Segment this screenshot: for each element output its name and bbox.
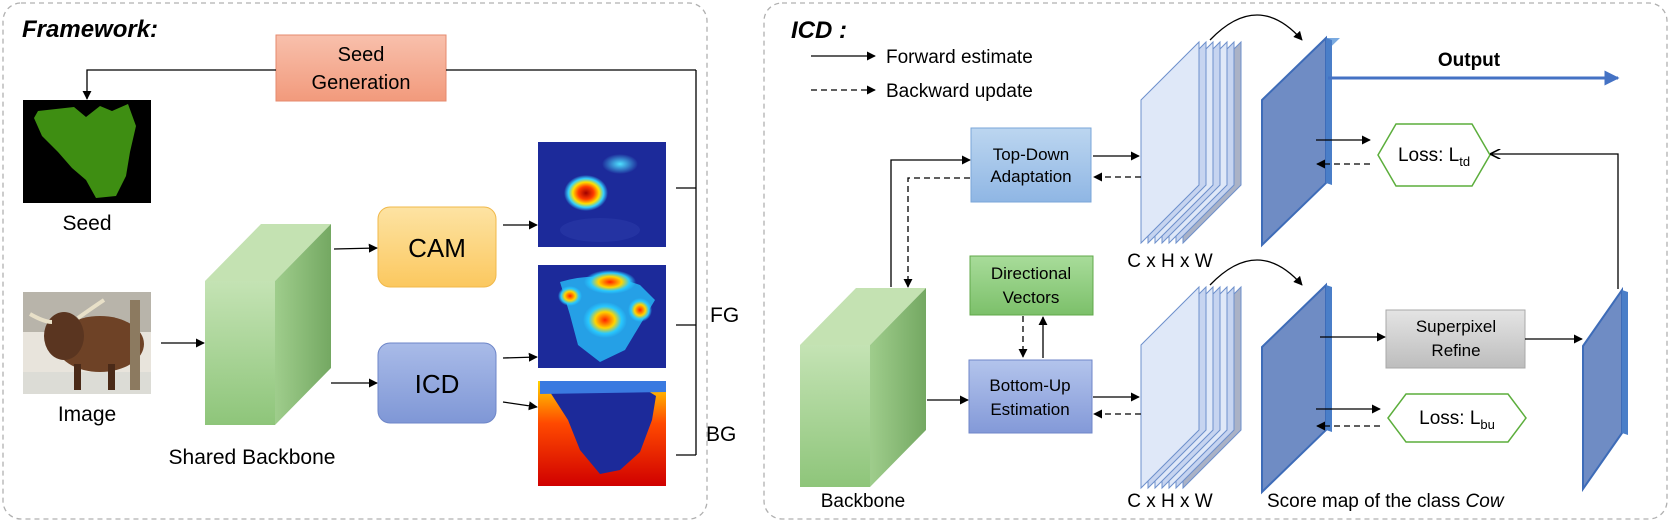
top-down-line2: Adaptation <box>990 167 1071 186</box>
topdown-to-backbone-dashed <box>903 177 970 288</box>
backbone-label: Backbone <box>821 491 906 512</box>
loss-td-label: Loss: Ltd <box>1398 145 1470 169</box>
framework-title: Framework: <box>22 16 158 43</box>
score-map-caption: Score map of the class Cow <box>1267 491 1505 512</box>
superpixel-line1: Superpixel <box>1416 317 1496 336</box>
icd-box-label: ICD <box>415 369 460 399</box>
top-down-line1: Top-Down <box>993 145 1070 164</box>
fg-label: FG <box>710 304 739 327</box>
score-map-bottom <box>1261 282 1332 495</box>
seed-generation-line2: Generation <box>312 72 411 94</box>
cam-box: CAM <box>377 206 497 288</box>
cam-heatmap <box>538 142 666 247</box>
icd-panel <box>763 2 1668 520</box>
dims-bottom-label: C x H x W <box>1127 491 1213 512</box>
seed-feedback-lines <box>82 69 697 456</box>
top-stack-to-scoremap-arrow <box>1209 14 1303 41</box>
feature-stack-bottom <box>1140 285 1242 490</box>
legend: Forward estimate Backward update <box>811 47 1033 102</box>
legend-backward-label: Backward update <box>886 81 1033 102</box>
backbone-to-topdown-arrow <box>890 155 971 287</box>
bottom-up-line2: Estimation <box>990 400 1069 419</box>
icd-to-bg-arrow <box>502 401 538 411</box>
cam-label: CAM <box>408 233 466 263</box>
bottom-stack-to-scoremap-arrow <box>1209 259 1303 286</box>
cow-image <box>23 292 151 394</box>
shared-backbone-label: Shared Backbone <box>169 446 336 469</box>
shared-backbone-block <box>205 224 331 425</box>
score-map-refined <box>1582 286 1628 493</box>
refined-to-loss-td-arrow <box>1491 154 1619 289</box>
top-down-adaptation-box: Top-Down Adaptation <box>970 127 1092 203</box>
output-label: Output <box>1438 50 1501 71</box>
legend-forward-label: Forward estimate <box>886 47 1033 68</box>
loss-td-box: Loss: Ltd <box>1377 123 1491 187</box>
feature-stack-top-slice <box>1140 40 1200 245</box>
backbone-to-cam-arrow <box>333 243 378 253</box>
icd-to-fg-arrow <box>502 352 538 362</box>
image-label: Image <box>58 403 116 426</box>
feature-stack-bottom-slice <box>1140 285 1200 490</box>
loss-bu-box: Loss: Lbu <box>1387 393 1527 443</box>
feature-stack-top <box>1140 40 1242 245</box>
dims-top-label: C x H x W <box>1127 251 1213 272</box>
bottom-up-line1: Bottom-Up <box>989 376 1070 395</box>
seed-generation-box: Seed Generation <box>275 34 447 102</box>
backbone-block <box>800 288 926 487</box>
seed-label: Seed <box>62 212 111 235</box>
framework-panel <box>2 2 708 520</box>
icd-box: ICD <box>377 342 497 424</box>
loss-bu-label: Loss: Lbu <box>1419 408 1495 432</box>
icd-bg-heatmap <box>538 381 666 486</box>
seed-image <box>23 100 151 203</box>
score-map-top <box>1261 35 1340 248</box>
superpixel-refine-box: Superpixel Refine <box>1385 309 1526 369</box>
directional-line1: Directional <box>991 264 1071 283</box>
directional-line2: Vectors <box>1003 288 1060 307</box>
directional-vectors-box: Directional Vectors <box>969 255 1094 316</box>
seed-generation-line1: Seed <box>338 44 385 66</box>
bg-label: BG <box>706 423 736 446</box>
icd-title: ICD : <box>791 17 847 44</box>
icd-fg-heatmap <box>538 265 666 368</box>
bottom-up-estimation-box: Bottom-Up Estimation <box>968 359 1093 434</box>
superpixel-line2: Refine <box>1431 341 1480 360</box>
